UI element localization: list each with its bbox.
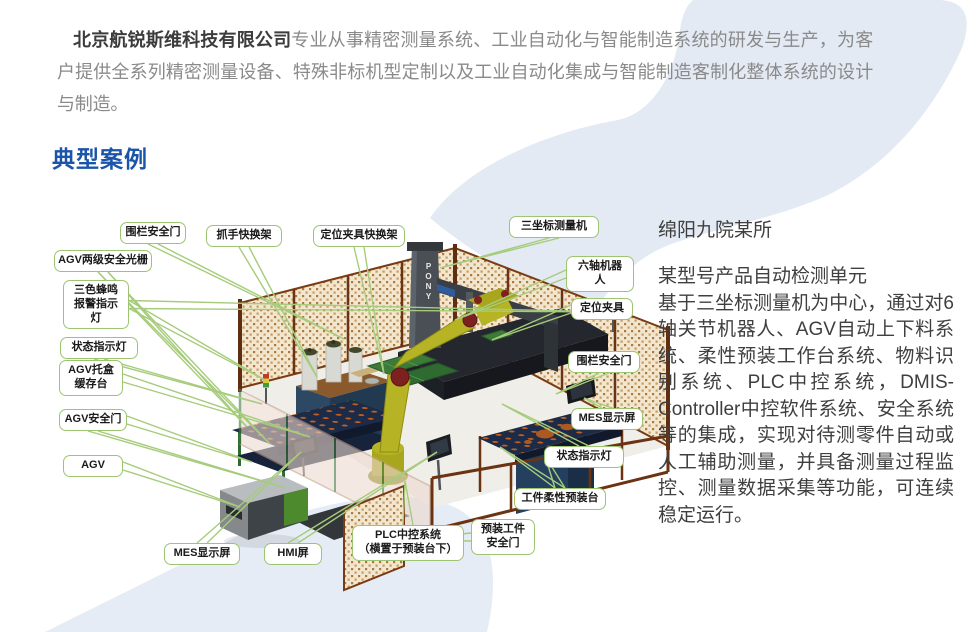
canisters <box>301 340 363 391</box>
case-description: 基于三坐标测量机为中心，通过对6轴关节机器人、AGV自动上下料系统、柔性预装工作… <box>658 292 954 526</box>
beacon-light-left <box>263 374 269 404</box>
intro-body-text: 专业从事精密测量系统、工业自动化与智能制造系统的研发与生产，为客户提供全系列精密… <box>57 30 873 114</box>
company-name: 北京航锐斯维科技有限公司 <box>73 30 292 50</box>
section-title: 典型案例 <box>52 146 148 172</box>
intro-paragraph: 北京航锐斯维科技有限公司专业从事精密测量系统、工业自动化与智能制造系统的研发与生… <box>57 24 873 120</box>
case-client-name: 绵阳九院某所 <box>658 220 773 241</box>
case-study-panel: 绵阳九院某所 某型号产品自动检测单元 基于三坐标测量机为中心，通过对6轴关节机器… <box>658 215 954 529</box>
callout-leader-lines <box>87 237 613 544</box>
case-system-name: 某型号产品自动检测单元 <box>658 266 868 287</box>
background-swoosh-top <box>430 0 967 318</box>
cmm-brand-label: PONY <box>424 262 433 302</box>
